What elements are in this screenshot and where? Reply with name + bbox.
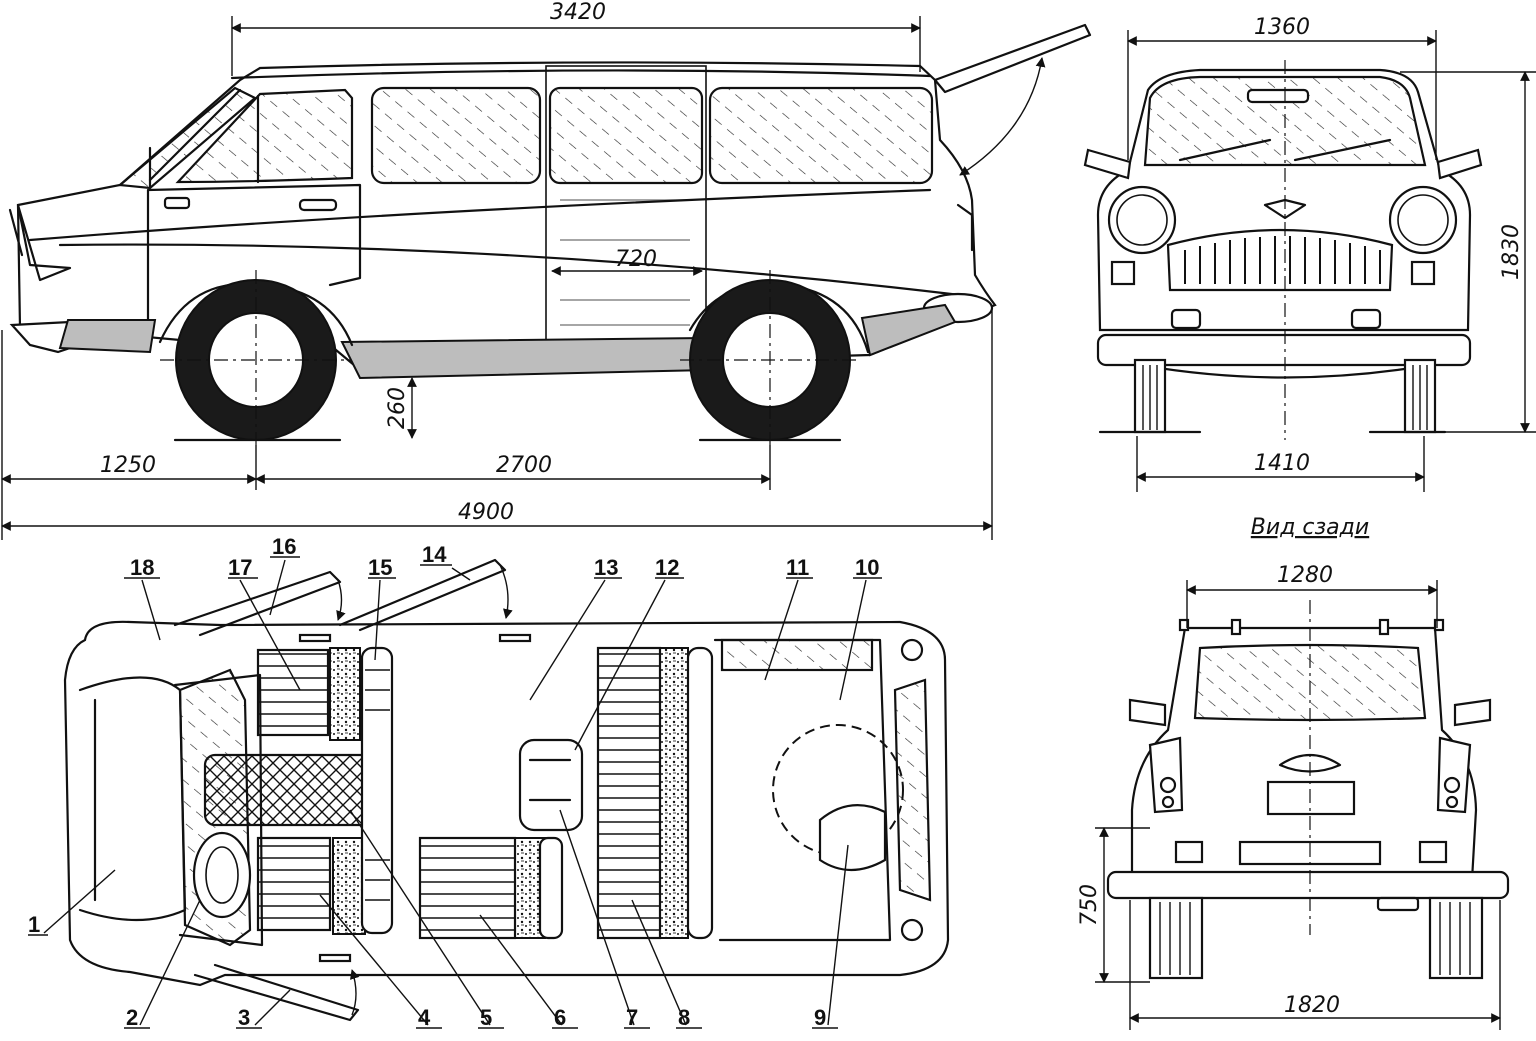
callout-18: 18 bbox=[130, 555, 154, 580]
callout-12: 12 bbox=[655, 555, 679, 580]
callout-17: 17 bbox=[228, 555, 252, 580]
dim-front-width-top: 1360 bbox=[1254, 15, 1310, 40]
callout-2: 2 bbox=[126, 1005, 138, 1030]
callout-7: 7 bbox=[626, 1005, 638, 1030]
dim-front-overhang: 1250 bbox=[100, 453, 156, 478]
front-dimensions: 1360 1830 1410 bbox=[1127, 15, 1536, 492]
callout-4: 4 bbox=[418, 1005, 431, 1030]
rear-view-caption: Вид сзади bbox=[1251, 515, 1369, 540]
callout-5: 5 bbox=[480, 1005, 492, 1030]
callout-13: 13 bbox=[594, 555, 618, 580]
callout-11: 11 bbox=[786, 555, 809, 580]
dim-rear-bumper-height: 750 bbox=[1077, 884, 1102, 926]
dim-side-body-length: 3420 bbox=[550, 0, 606, 25]
rear-wheel-side bbox=[680, 270, 860, 445]
rear-dimensions: 1280 750 1820 bbox=[1077, 563, 1501, 1030]
callout-6: 6 bbox=[554, 1005, 566, 1030]
callout-8: 8 bbox=[678, 1005, 690, 1030]
dim-ground-clearance: 260 bbox=[385, 387, 410, 429]
front-wheel-side bbox=[160, 270, 350, 445]
rear-view bbox=[1106, 600, 1510, 980]
dim-front-height: 1830 bbox=[1499, 224, 1524, 280]
side-dimensions: 3420 720 260 1250 2700 4900 bbox=[1, 0, 993, 540]
dim-door-width: 720 bbox=[615, 247, 657, 272]
front-view bbox=[1083, 60, 1483, 440]
callout-3: 3 bbox=[238, 1005, 250, 1030]
dim-overall-length: 4900 bbox=[458, 500, 514, 525]
dim-wheelbase: 2700 bbox=[496, 453, 552, 478]
side-view bbox=[8, 23, 1092, 445]
callout-16: 16 bbox=[272, 534, 296, 559]
callout-15: 15 bbox=[368, 555, 392, 580]
callout-10: 10 bbox=[855, 555, 879, 580]
dim-front-track: 1410 bbox=[1254, 451, 1310, 476]
dim-rear-overall-width: 1820 bbox=[1284, 993, 1340, 1018]
callouts: 18 17 16 15 14 13 12 11 10 1 2 3 4 5 6 7 bbox=[28, 534, 882, 1030]
dim-rear-width-top: 1280 bbox=[1277, 563, 1333, 588]
callout-1: 1 bbox=[28, 912, 40, 937]
callout-9: 9 bbox=[814, 1005, 826, 1030]
callout-14: 14 bbox=[422, 542, 447, 567]
